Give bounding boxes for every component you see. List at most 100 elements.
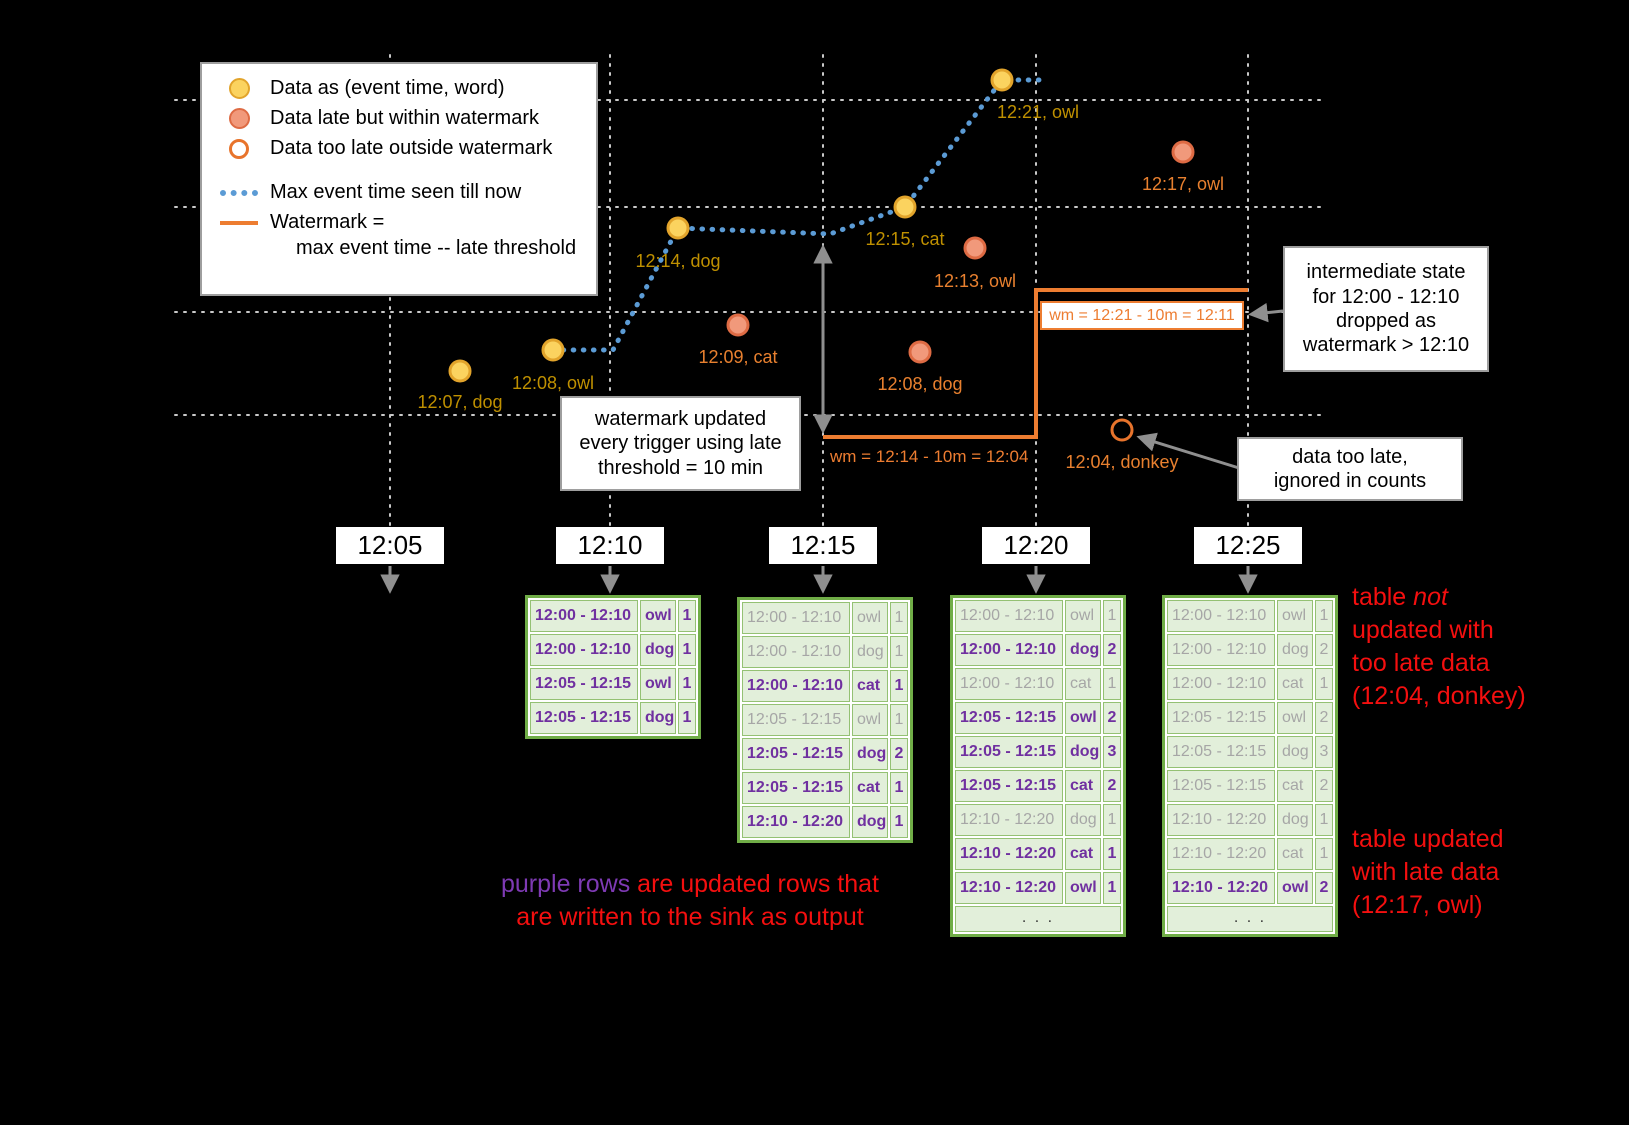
cell-count: 1 xyxy=(1315,600,1333,632)
cell-count: 2 xyxy=(1103,770,1121,802)
event-point-late xyxy=(963,236,987,260)
on-time-dot-icon xyxy=(228,78,250,99)
cell-count: 3 xyxy=(1103,736,1121,768)
event-point-label: 12:15, cat xyxy=(865,229,945,249)
cell-window: 12:00 - 12:10 xyxy=(955,634,1063,666)
cell-count: 1 xyxy=(890,670,908,702)
cell-word: cat xyxy=(1277,770,1313,802)
watermark-value-label-2: wm = 12:21 - 10m = 12:11 xyxy=(1040,301,1244,330)
cell-window: 12:05 - 12:15 xyxy=(955,736,1063,768)
max-event-line-swatch xyxy=(220,189,258,196)
legend: Data as (event time, word) Data late but… xyxy=(200,62,598,296)
cell-count: 2 xyxy=(1315,770,1333,802)
cell-word: cat xyxy=(1065,838,1101,870)
cell-count: 1 xyxy=(890,636,908,668)
cell-word: cat xyxy=(1277,838,1313,870)
legend-label: Data too late outside watermark xyxy=(270,137,553,159)
legend-label-watermark-formula: max event time -- late threshold xyxy=(296,237,577,259)
event-point-label: 12:17, owl xyxy=(1141,174,1225,194)
cell-count: 1 xyxy=(678,634,696,666)
cell-window: 12:00 - 12:10 xyxy=(955,600,1063,632)
cell-window: 12:00 - 12:10 xyxy=(1167,634,1275,666)
callout-watermark-updated: watermark updated every trigger using la… xyxy=(560,396,801,491)
axis-time-box-12-10: 12:10 xyxy=(556,527,664,564)
legend-label: Max event time seen till now xyxy=(270,181,522,203)
cell-count: 1 xyxy=(890,602,908,634)
cell-word: owl xyxy=(1277,600,1313,632)
cell-count: 2 xyxy=(1315,872,1333,904)
cell-word: cat xyxy=(1065,668,1101,700)
cell-count: 1 xyxy=(1103,600,1121,632)
cell-word: owl xyxy=(1277,872,1313,904)
cell-window: 12:10 - 12:20 xyxy=(955,838,1063,870)
cell-window: 12:05 - 12:15 xyxy=(1167,770,1275,802)
axis-time-box-12-25: 12:25 xyxy=(1194,527,1302,564)
cell-count: 1 xyxy=(890,704,908,736)
event-point-on-time xyxy=(448,359,472,383)
cell-word: dog xyxy=(640,702,676,734)
cell-window: 12:00 - 12:10 xyxy=(955,668,1063,700)
cell-count: 2 xyxy=(1103,702,1121,734)
cell-word: owl xyxy=(640,668,676,700)
cell-word: cat xyxy=(1065,770,1101,802)
cell-word: dog xyxy=(852,738,888,770)
legend-label: Data as (event time, word) xyxy=(270,77,505,99)
table-ellipsis-row: . . . xyxy=(1167,906,1333,932)
axis-time-box-12-15: 12:15 xyxy=(769,527,877,564)
cell-count: 1 xyxy=(678,668,696,700)
cell-word: cat xyxy=(852,772,888,804)
cell-word: owl xyxy=(1277,702,1313,734)
cell-window: 12:05 - 12:15 xyxy=(742,738,850,770)
cell-count: 1 xyxy=(1315,668,1333,700)
cell-window: 12:10 - 12:20 xyxy=(955,872,1063,904)
cell-word: dog xyxy=(1277,634,1313,666)
axis-time-box-12-20: 12:20 xyxy=(982,527,1090,564)
event-point-label: 12:09, cat xyxy=(698,347,778,367)
cell-word: dog xyxy=(1065,736,1101,768)
cell-window: 12:00 - 12:10 xyxy=(742,602,850,634)
table-ellipsis-row: . . . xyxy=(955,906,1121,932)
cell-word: dog xyxy=(1277,804,1313,836)
cell-count: 2 xyxy=(1315,634,1333,666)
cell-count: 2 xyxy=(890,738,908,770)
event-point-label: 12:04, donkey xyxy=(1065,452,1179,472)
cell-word: dog xyxy=(1065,634,1101,666)
cell-word: dog xyxy=(640,634,676,666)
late-dot-icon xyxy=(228,108,250,129)
cell-window: 12:05 - 12:15 xyxy=(742,704,850,736)
cell-word: owl xyxy=(1065,872,1101,904)
cell-count: 1 xyxy=(1103,872,1121,904)
cell-window: 12:00 - 12:10 xyxy=(1167,668,1275,700)
cell-word: dog xyxy=(852,636,888,668)
cell-window: 12:05 - 12:15 xyxy=(955,702,1063,734)
cell-window: 12:00 - 12:10 xyxy=(530,600,638,632)
legend-item-max-event-time: Max event time seen till now xyxy=(218,181,580,204)
cell-word: dog xyxy=(1065,804,1101,836)
event-point-label: 12:13, owl xyxy=(933,271,1017,291)
purple-rows-note: purple rows are updated rows that are wr… xyxy=(500,870,879,931)
event-point-label: 12:14, dog xyxy=(635,251,721,271)
event-point-on-time xyxy=(990,68,1014,92)
event-point-label: 12:08, dog xyxy=(877,374,963,394)
cell-word: owl xyxy=(1065,600,1101,632)
cell-window: 12:10 - 12:20 xyxy=(955,804,1063,836)
